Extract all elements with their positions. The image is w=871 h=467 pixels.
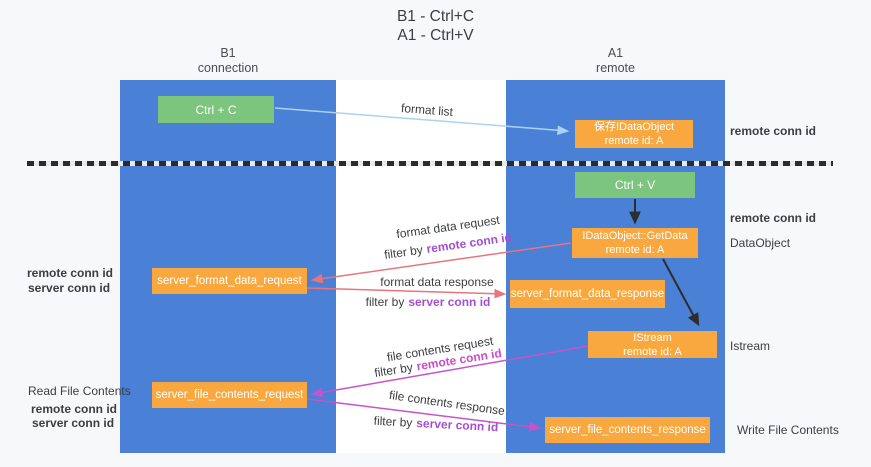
diagram-title: B1 - Ctrl+C A1 - Ctrl+V (0, 7, 871, 45)
label-istream: Istream (730, 339, 771, 353)
box-istream: IStream remote id: A (588, 331, 717, 358)
server-conn-id-text-1: server conn id (408, 295, 491, 309)
column-b1-subtitle: connection (197, 61, 259, 75)
box-server-file-contents-request: server_file_contents_request (152, 382, 307, 408)
box-ctrl-v-label: Ctrl + V (614, 178, 656, 192)
label-dataobject: DataObject (730, 236, 791, 250)
label-format-data-response: format data response (380, 275, 494, 289)
box-save-dataobject-line1: 保存IDataObject (593, 121, 675, 133)
label-read-file-contents: Read File Contents (28, 384, 131, 398)
column-b1-name: B1 (220, 46, 236, 60)
column-a1-name: A1 (607, 46, 624, 60)
label-remote-conn-id-right-mid: remote conn id (730, 211, 817, 225)
column-header-a1: A1 remote (506, 46, 725, 76)
box-server-file-contents-request-label: server_file_contents_request (155, 389, 304, 401)
box-istream-line1: IStream (633, 331, 672, 344)
box-save-dataobject-line2: remote id: A (604, 135, 664, 147)
label-server-conn-id-left-top: server conn id (28, 281, 111, 295)
box-server-format-data-request: server_format_data_request (152, 268, 307, 294)
box-getdata-line2: remote id: A (605, 244, 665, 256)
title-line-1: B1 - Ctrl+C (396, 8, 475, 25)
box-getdata-line1: IDataObject::GetData (582, 230, 688, 242)
label-remote-conn-id-left-bottom: remote conn id (31, 402, 118, 416)
filter-by-text-4: filter by (373, 413, 413, 430)
box-ctrl-c-label: Ctrl + C (195, 102, 237, 117)
label-remote-conn-id-right-top: remote conn id (730, 124, 817, 138)
dashed-separator (27, 161, 833, 166)
label-write-file-contents: Write File Contents (737, 423, 839, 437)
box-server-file-contents-response-label: server_file_contents_response (549, 424, 706, 436)
label-server-conn-id-left-bottom: server conn id (32, 416, 115, 430)
box-server-format-data-response: server_format_data_response (510, 280, 665, 308)
label-remote-conn-id-left-top: remote conn id (27, 266, 114, 280)
box-idataobject-getdata: IDataObject::GetData remote id: A (572, 228, 698, 258)
box-save-dataobject: 保存IDataObject remote id: A (575, 120, 693, 148)
title-line-2: A1 - Ctrl+V (397, 27, 474, 44)
box-ctrl-c: Ctrl + C (158, 96, 274, 123)
filter-by-text-2: filter by (365, 295, 405, 309)
box-ctrl-v: Ctrl + V (575, 172, 695, 198)
box-server-file-contents-response: server_file_contents_response (545, 417, 710, 443)
box-server-format-data-response-label: server_format_data_response (510, 288, 665, 300)
box-server-format-data-request-label: server_format_data_request (157, 275, 302, 287)
column-header-b1: B1 connection (120, 46, 336, 76)
column-a1-subtitle: remote (596, 61, 635, 75)
box-istream-line2: remote id: A (623, 345, 682, 358)
